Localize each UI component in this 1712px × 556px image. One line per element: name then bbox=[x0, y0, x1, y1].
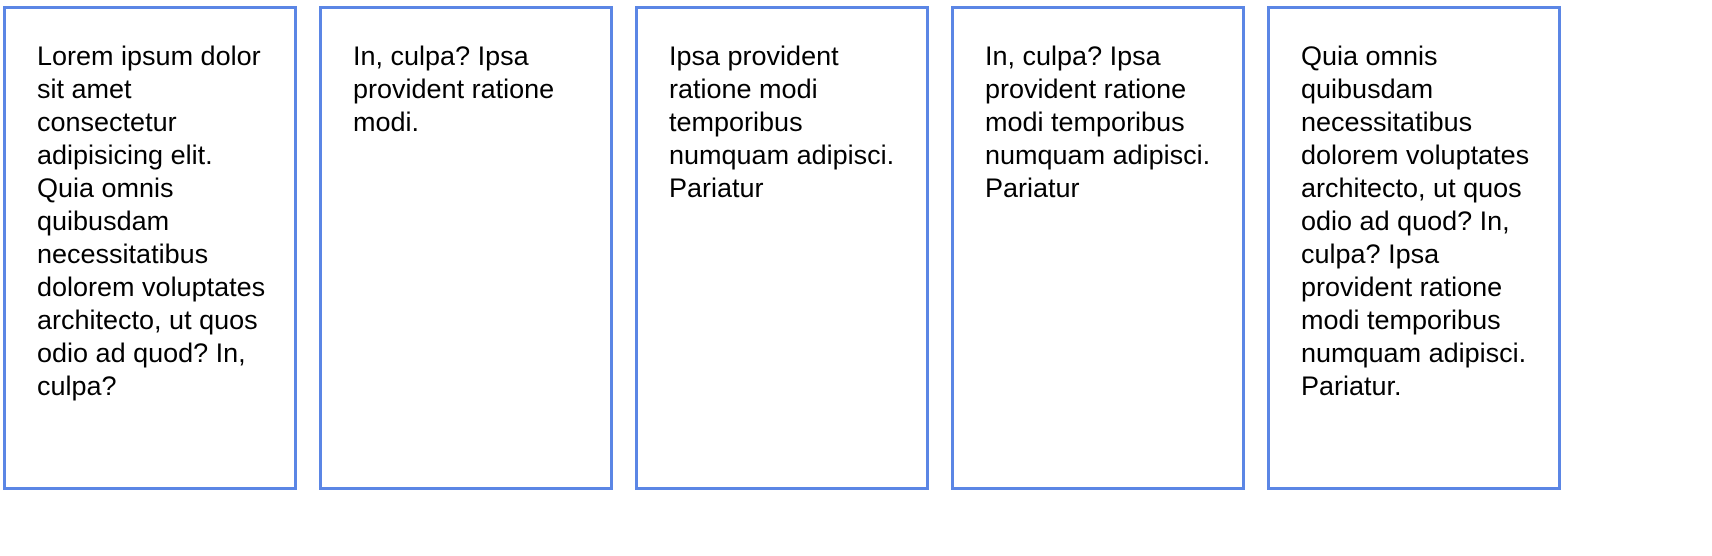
card-text: In, culpa? Ipsa provident ratione modi t… bbox=[985, 41, 1211, 203]
card-row: Lorem ipsum dolor sit amet consectetur a… bbox=[0, 6, 1712, 490]
card-text: Lorem ipsum dolor sit amet consectetur a… bbox=[37, 41, 266, 401]
card-2: In, culpa? Ipsa provident ratione modi. bbox=[319, 6, 613, 490]
card-text: Quia omnis quibusdam necessitatibus dolo… bbox=[1301, 41, 1530, 401]
card-5: Quia omnis quibusdam necessitatibus dolo… bbox=[1267, 6, 1561, 490]
card-text: In, culpa? Ipsa provident ratione modi. bbox=[353, 41, 555, 137]
card-1: Lorem ipsum dolor sit amet consectetur a… bbox=[3, 6, 297, 490]
card-4: In, culpa? Ipsa provident ratione modi t… bbox=[951, 6, 1245, 490]
card-text: Ipsa provident ratione modi temporibus n… bbox=[669, 41, 895, 203]
card-3: Ipsa provident ratione modi temporibus n… bbox=[635, 6, 929, 490]
